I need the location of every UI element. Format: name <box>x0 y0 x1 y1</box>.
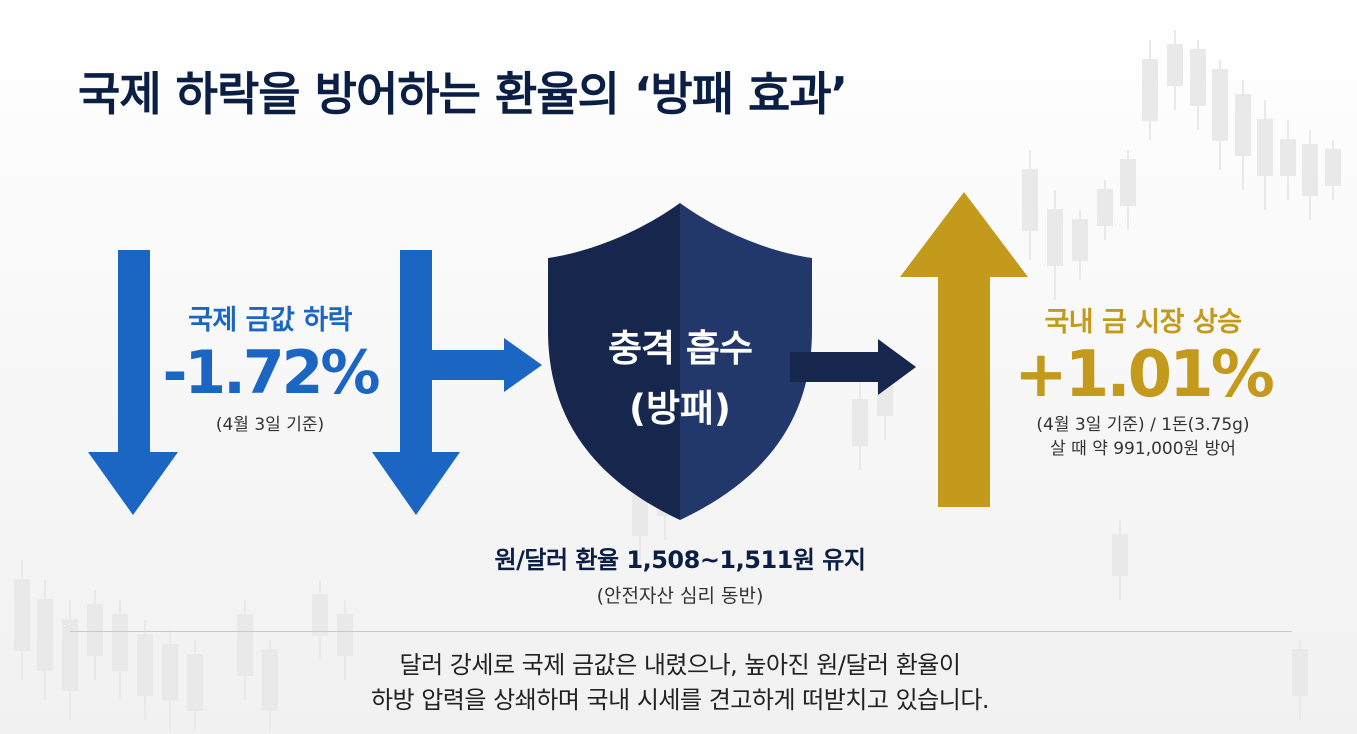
global-gold-label: 국제 금값 하락 <box>188 305 352 336</box>
global-gold-date-note: (4월 3일 기준) <box>215 415 325 435</box>
domestic-gold-change-value: +1.01% <box>1014 338 1275 412</box>
down-arrow-icon <box>88 250 178 515</box>
domestic-gold-label: 국내 금 시장 상승 <box>1044 307 1242 338</box>
page-title: 국제 하락을 방어하는 환율의 ‘방패 효과’ <box>78 67 848 121</box>
shield-sub-label: (방패) <box>629 387 731 430</box>
divider <box>70 631 1292 632</box>
exchange-rate-subtext: (안전자산 심리 동반) <box>596 585 764 607</box>
domestic-gold-note-line2: 살 때 약 991,000원 방어 <box>1050 439 1236 460</box>
shield-caption: 충격 흡수 (방패) <box>548 318 812 432</box>
footer-line-2: 하방 압력을 상쇄하며 국내 시세를 견고하게 떠받치고 있습니다. <box>370 685 990 714</box>
global-gold-change-value: -1.72% <box>162 338 380 408</box>
up-arrow-icon <box>900 192 1028 507</box>
global-gold-decline-block: 국제 금값 하락 -1.72% (4월 3일 기준) <box>140 298 400 435</box>
right-arrow-icon <box>432 338 542 392</box>
footer-line-1: 달러 강세로 국제 금값은 내렸으나, 높아진 원/달러 환율이 <box>399 651 961 679</box>
right-arrow-icon <box>790 339 916 395</box>
exchange-rate-block: 원/달러 환율 1,508~1,511원 유지 (안전자산 심리 동반) <box>430 540 930 608</box>
down-arrow-icon <box>372 250 460 515</box>
footer-summary: 달러 강세로 국제 금값은 내렸으나, 높아진 원/달러 환율이 하방 압력을 … <box>180 648 1180 718</box>
domestic-gold-rise-block: 국내 금 시장 상승 +1.01% (4월 3일 기준) / 1돈(3.75g)… <box>998 300 1288 462</box>
shock-absorb-label: 충격 흡수 <box>607 327 753 370</box>
shield-icon <box>548 203 812 520</box>
domestic-gold-note-line1: (4월 3일 기준) / 1돈(3.75g) <box>1036 414 1250 435</box>
exchange-rate-text: 원/달러 환율 1,508~1,511원 유지 <box>494 546 866 574</box>
